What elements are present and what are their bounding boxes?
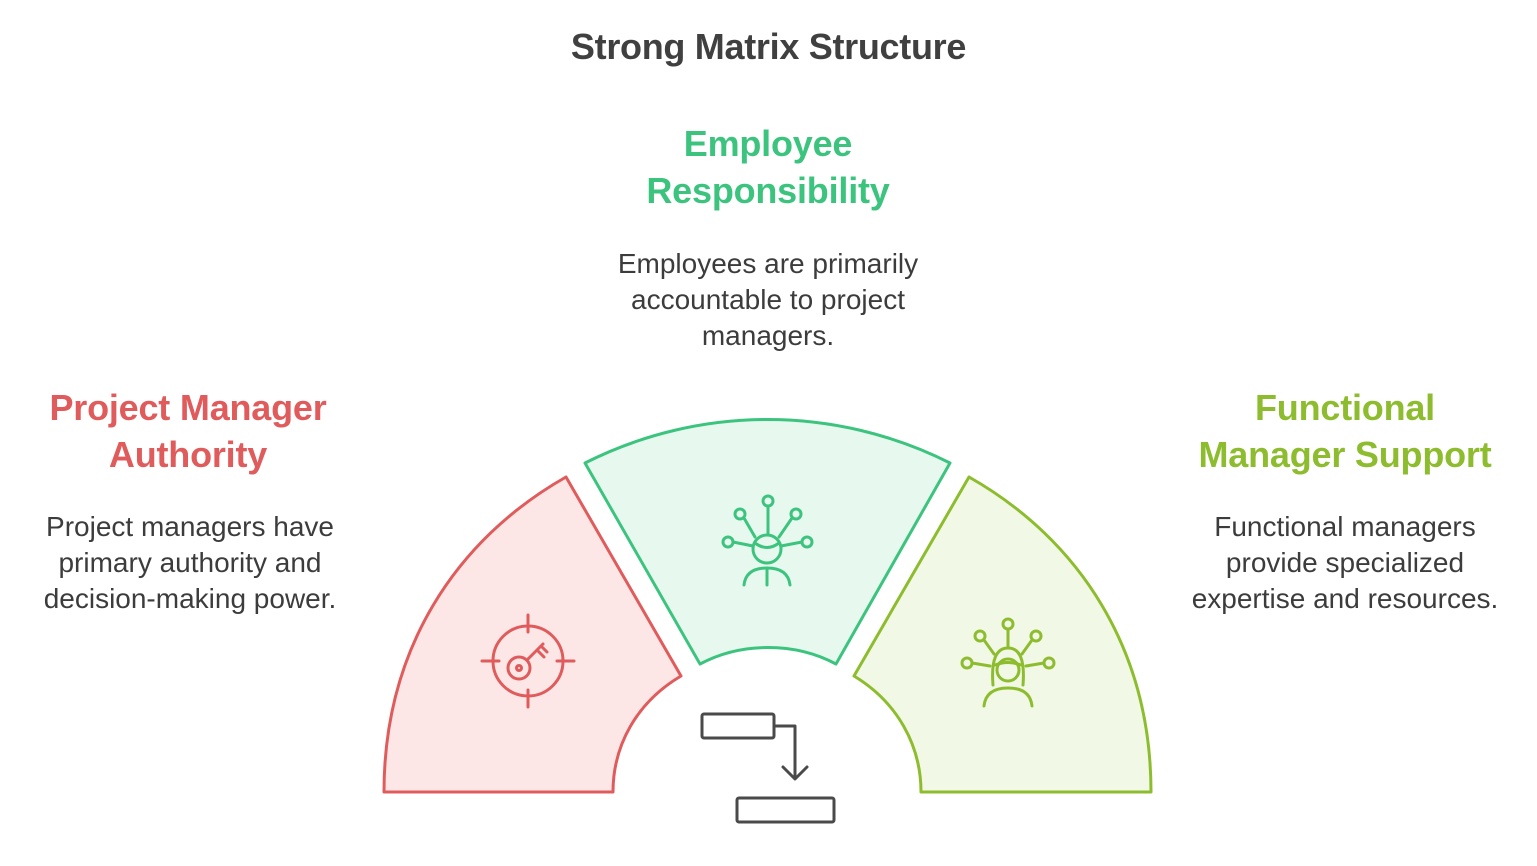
page-title: Strong Matrix Structure (570, 26, 967, 67)
description-line: accountable to project (631, 284, 905, 315)
project-manager-authority-heading: Project Manager Authority (0, 384, 376, 478)
description-line: expertise and resources. (1191, 583, 1499, 614)
flow-chart-icon (700, 712, 836, 824)
description-line: provide specialized (1225, 547, 1465, 578)
heading-line: Project Manager (49, 387, 327, 428)
functional-manager-support-heading: Functional Manager Support (1160, 384, 1530, 478)
heading-line: Responsibility (646, 170, 890, 211)
woman-network-icon (960, 617, 1056, 708)
employee-responsibility-segment (583, 418, 952, 666)
description-line: Functional managers (1214, 511, 1476, 542)
functional-manager-support-segment (852, 475, 1153, 794)
heading-line: Functional (1255, 387, 1435, 428)
description-line: Project managers have (46, 511, 334, 542)
target-key-icon (480, 613, 576, 709)
description-line: primary authority and (58, 547, 322, 578)
functional-manager-support-description: Functional managers provide specialized … (1160, 509, 1530, 617)
description-line: Employees are primarily (617, 248, 919, 279)
project-manager-authority-segment (382, 475, 683, 794)
heading-line: Employee (683, 123, 853, 164)
heading-line: Manager Support (1198, 434, 1492, 475)
person-network-icon (721, 494, 814, 587)
heading-line: Authority (108, 434, 268, 475)
employee-responsibility-description: Employees are primarily accountable to p… (568, 246, 968, 354)
employee-responsibility-heading: Employee Responsibility (568, 120, 968, 214)
description-line: decision-making power. (43, 583, 337, 614)
description-line: managers. (701, 320, 835, 351)
project-manager-authority-description: Project managers have primary authority … (0, 509, 380, 617)
